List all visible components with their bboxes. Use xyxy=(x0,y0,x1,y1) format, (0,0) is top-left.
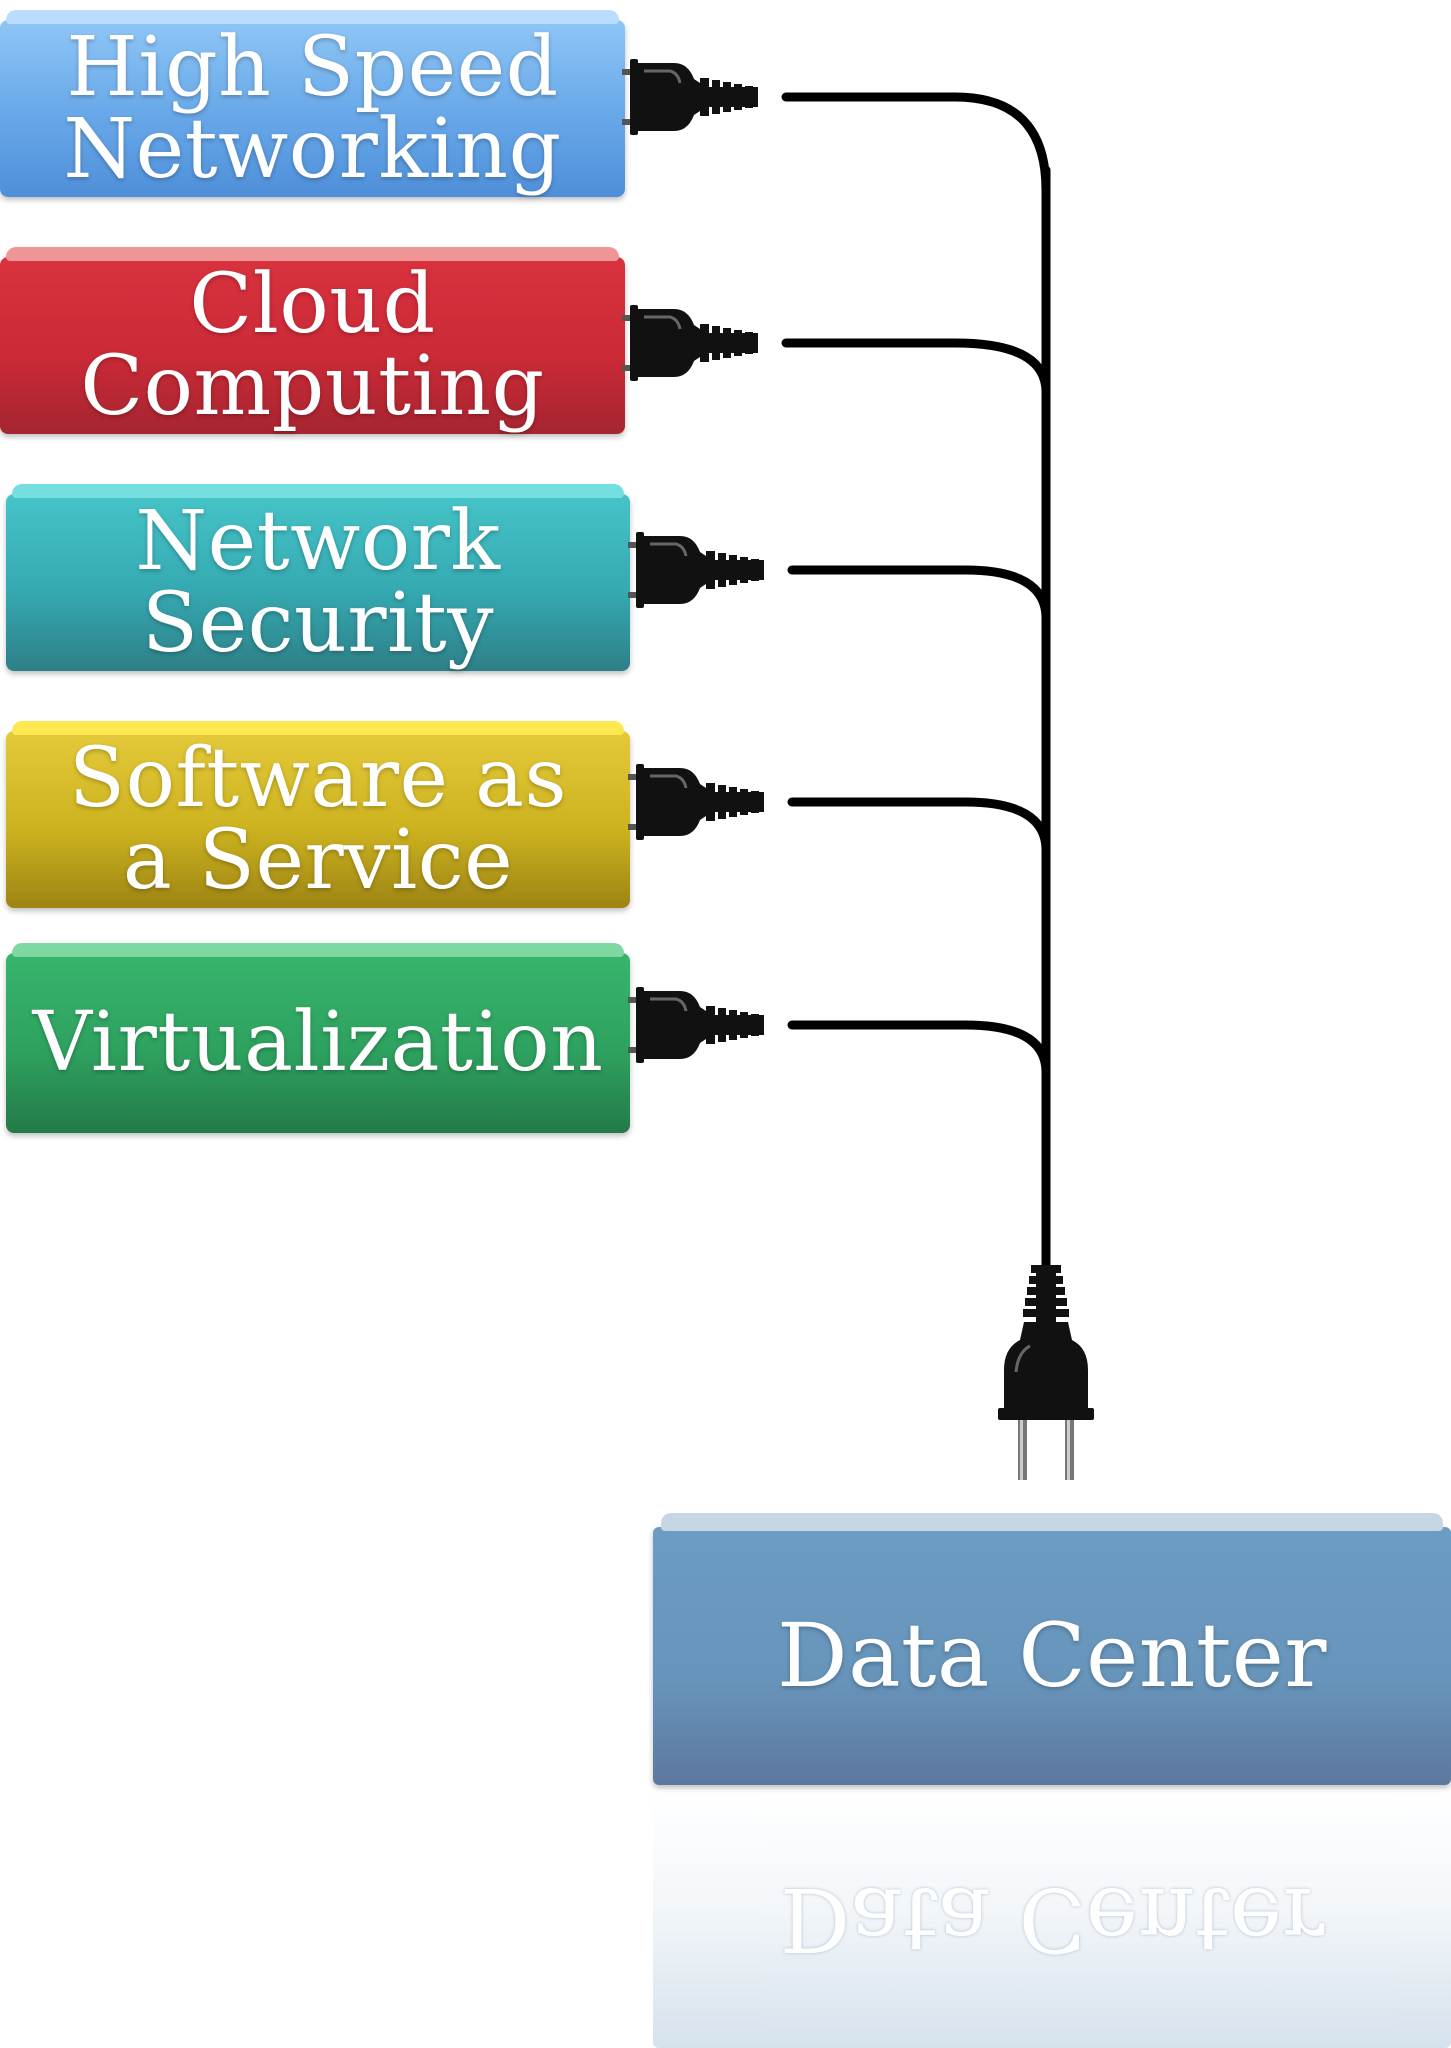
box-top-bevel xyxy=(12,943,624,957)
data-center-box: Data Center xyxy=(653,1513,1451,1785)
service-box-cloud-computing: Cloud Computing xyxy=(0,247,625,434)
cable-0 xyxy=(781,92,1051,195)
box-top-bevel xyxy=(12,484,624,498)
plug-icon xyxy=(626,530,766,610)
service-box-virtualization: Virtualization xyxy=(6,943,630,1133)
service-label: Virtualization xyxy=(32,995,604,1090)
power-plug-icon xyxy=(998,1265,1094,1480)
service-label: High Speed Networking xyxy=(63,19,562,197)
plug-icon xyxy=(620,303,760,383)
cable-4 xyxy=(787,1020,1051,1077)
data-center-reflection: Data Center xyxy=(653,1790,1451,2048)
service-box-software-as-a-service: Software as a Service xyxy=(6,721,630,908)
service-label: Network Security xyxy=(135,493,501,671)
plug-icon xyxy=(626,985,766,1065)
service-box-network-security: Network Security xyxy=(6,484,630,671)
box-top-bevel xyxy=(6,10,619,24)
cable-3 xyxy=(787,797,1051,855)
cable-2 xyxy=(787,565,1051,623)
service-label: Software as a Service xyxy=(68,730,568,908)
service-label: Cloud Computing xyxy=(80,256,545,434)
plug-icon xyxy=(620,57,760,137)
box-top-bevel xyxy=(6,247,619,261)
plug-icon xyxy=(626,762,766,842)
cables xyxy=(781,92,1051,1273)
cable-1 xyxy=(781,338,1051,397)
box-top-bevel xyxy=(661,1513,1443,1531)
data-center-label: Data Center xyxy=(777,1604,1327,1707)
box-top-bevel xyxy=(12,721,624,735)
data-center-reflection-label: Data Center xyxy=(779,1868,1325,1971)
service-box-high-speed-networking: High Speed Networking xyxy=(0,10,625,197)
